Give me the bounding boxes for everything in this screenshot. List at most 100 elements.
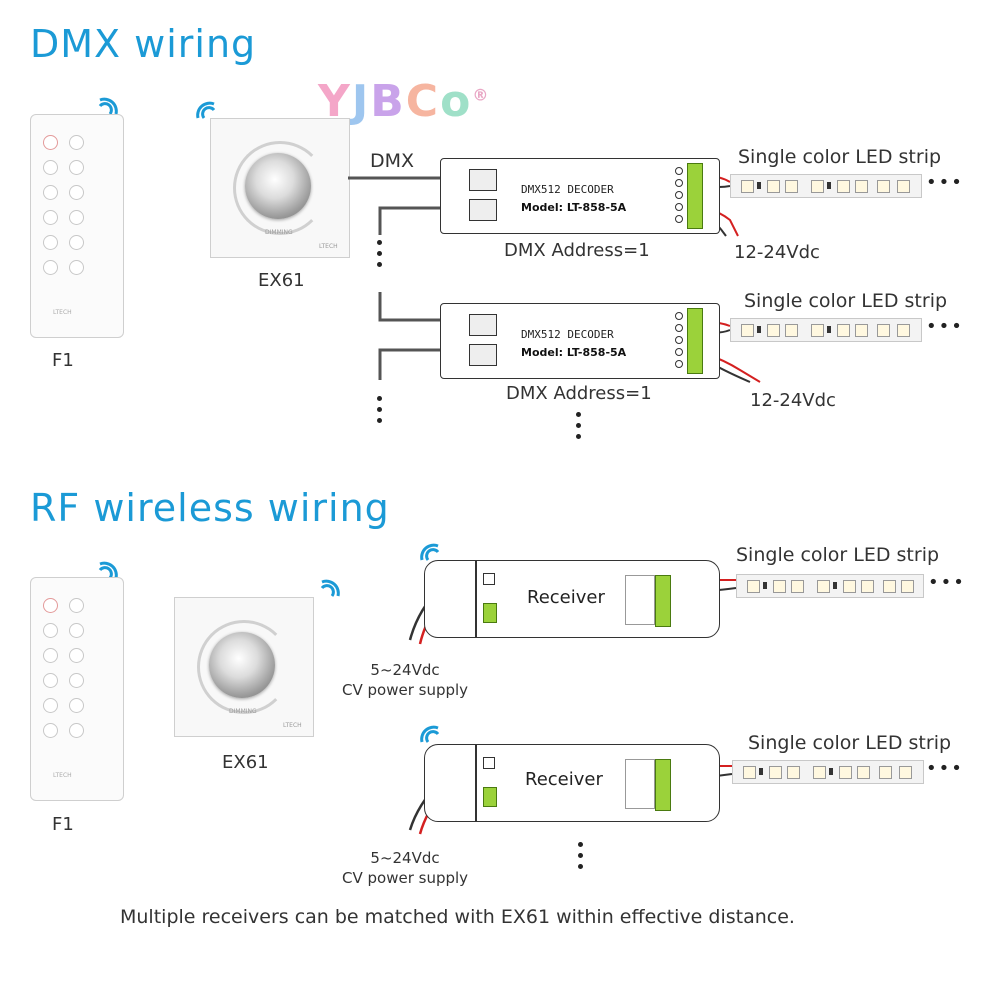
panel-knob-text: DIMMING: [229, 708, 257, 715]
remote-button: [43, 698, 58, 713]
resistor: [763, 582, 767, 589]
remote-label-f1: F1: [52, 350, 74, 371]
receiver-divider: [475, 745, 477, 821]
resistor: [757, 182, 761, 189]
right-button-icon: [69, 160, 84, 175]
power-supply-label: 5~24Vdc CV power supply: [342, 660, 468, 700]
left-button-icon: [43, 623, 58, 638]
remote-button: [69, 185, 84, 200]
led-chip: [767, 324, 780, 337]
terminal-screw: [675, 324, 683, 332]
output-label-panel: [625, 759, 655, 809]
dmx-decoder: DMX512 DECODER Model: LT-858-5A: [440, 158, 720, 234]
output-label-panel: [625, 575, 655, 625]
led-chip: [877, 180, 890, 193]
decoder-model: Model: LT-858-5A: [521, 346, 627, 359]
led-chip: [883, 580, 896, 593]
terminal-screw: [675, 215, 683, 223]
led-chip: [785, 324, 798, 337]
left-button-icon: [43, 160, 58, 175]
power-label: 12-24Vdc: [734, 242, 820, 263]
remote-brand: LTECH: [53, 772, 72, 779]
resistor: [827, 182, 831, 189]
power-type: CV power supply: [342, 681, 469, 699]
receiver-label: Receiver: [525, 769, 603, 790]
remote-button: [43, 210, 58, 225]
led-chip: [785, 180, 798, 193]
logo-letter: C: [405, 76, 441, 127]
pair-button-icon: [483, 757, 495, 769]
panel-brand: LTECH: [319, 243, 338, 250]
wifi-icon: [320, 579, 340, 597]
led-chip: [773, 580, 786, 593]
led-chip: [857, 766, 870, 779]
terminal-screw: [675, 191, 683, 199]
terminal-screw: [675, 179, 683, 187]
remote-button: [43, 673, 58, 688]
power-type: CV power supply: [342, 869, 469, 887]
led-strip: [736, 574, 924, 598]
terminal-block-icon: [687, 308, 703, 374]
registered-mark: ®: [472, 85, 491, 105]
led-chip: [843, 580, 856, 593]
led-chip: [743, 766, 756, 779]
receiver-label: Receiver: [527, 587, 605, 608]
led-strip-label: Single color LED strip: [738, 146, 942, 168]
rf-section-title: RF wireless wiring: [30, 486, 390, 530]
remote-button: [69, 260, 84, 275]
led-chip: [899, 766, 912, 779]
dimmer-panel-ex61: DIMMING LTECH: [210, 118, 350, 258]
panel-knob-text: DIMMING: [265, 229, 293, 236]
led-strip-label: Single color LED strip: [736, 544, 940, 566]
remote-button: [69, 673, 84, 688]
dmx-decoder: DMX512 DECODER Model: LT-858-5A: [440, 303, 720, 379]
led-chip: [811, 180, 824, 193]
led-chip: [813, 766, 826, 779]
dimmer-panel-ex61: DIMMING LTECH: [174, 597, 314, 737]
decoder-title: DMX512 DECODER: [521, 328, 614, 341]
led-strip: [730, 318, 922, 342]
remote-button: [69, 135, 84, 150]
terminal-block-icon: [655, 575, 671, 627]
resistor: [827, 326, 831, 333]
dmx-wiring-lines: [348, 175, 761, 383]
led-strip: [732, 760, 924, 784]
yjbco-logo: YJBCo®: [318, 76, 490, 127]
vertical-ellipsis-icon: [377, 240, 383, 273]
led-chip: [839, 766, 852, 779]
power-voltage: 5~24Vdc: [370, 849, 440, 867]
remote-button: [43, 260, 58, 275]
terminal-screw: [675, 348, 683, 356]
remote-button: [69, 698, 84, 713]
terminal-block-icon: [483, 787, 497, 807]
horizontal-ellipsis-icon: •••: [926, 172, 964, 193]
power-button-icon: [43, 135, 58, 150]
remote-button: [43, 648, 58, 663]
led-strip: [730, 174, 922, 198]
led-chip: [855, 324, 868, 337]
terminal-screw: [675, 360, 683, 368]
led-chip: [901, 580, 914, 593]
remote-label-f1: F1: [52, 814, 74, 835]
rf-receiver: Receiver: [424, 744, 720, 822]
horizontal-ellipsis-icon: •••: [928, 572, 966, 593]
knob-ring: [233, 141, 327, 235]
led-chip: [897, 180, 910, 193]
led-chip: [791, 580, 804, 593]
rj45-port-icon: [469, 314, 497, 336]
horizontal-ellipsis-icon: •••: [926, 316, 964, 337]
led-strip-label: Single color LED strip: [744, 290, 948, 312]
power-button-icon: [43, 598, 58, 613]
remote-control-f1: LTECH: [30, 577, 124, 801]
wifi-icon: [98, 97, 118, 115]
remote-button: [69, 723, 84, 738]
rf-receiver: Receiver: [424, 560, 720, 638]
footnote: Multiple receivers can be matched with E…: [120, 906, 795, 928]
remote-button: [69, 648, 84, 663]
vertical-ellipsis-icon: [578, 842, 584, 875]
led-strip-label: Single color LED strip: [748, 732, 952, 754]
dmx-section-title: DMX wiring: [30, 22, 257, 66]
resistor: [829, 768, 833, 775]
remote-button: [69, 235, 84, 250]
wifi-icon: [420, 543, 440, 561]
